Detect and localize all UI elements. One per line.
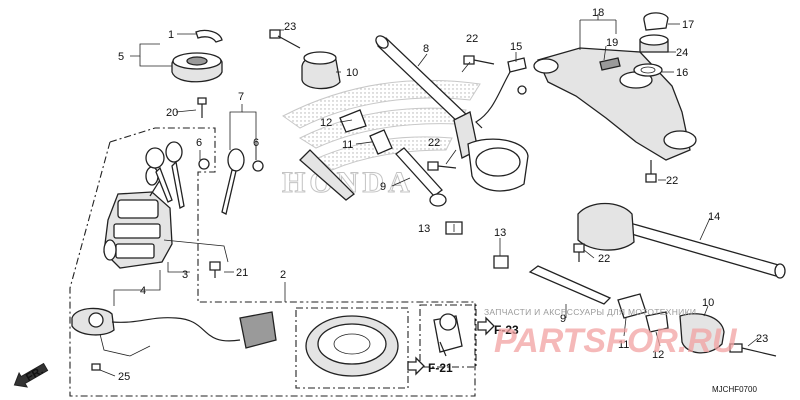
callout-12-upper: 12 [320,117,332,129]
callout-22-bar: 22 [598,253,610,265]
watermark: ЗАПЧАСТИ И АКСЕССУАРЫ ДЛЯ МОТОТЕХНИКИ PA… [484,307,738,360]
callout-9-upper: 9 [380,181,386,193]
callout-14: 14 [708,211,720,223]
callout-6-left: 6 [196,137,202,149]
left-handlebar [375,35,529,192]
bar-ends [299,147,725,354]
callout-11-lower: 11 [618,339,629,351]
watermark-tagline: ЗАПЧАСТИ И АКСЕССУАРЫ ДЛЯ МОТОТЕХНИКИ [484,307,696,317]
reference-f21[interactable]: F-21 [407,356,453,376]
reference-f23-label[interactable]: F-23 [494,323,519,337]
stem-nut-cap [633,12,669,77]
callout-22-center: 22 [428,137,440,149]
upper-holders [269,29,341,90]
callout-9-lower: 9 [560,313,566,325]
callout-19: 19 [606,37,618,49]
weights-and-springs [339,109,669,333]
callout-15: 15 [510,41,522,53]
callout-17: 17 [682,19,694,31]
reference-f21-label[interactable]: F-21 [428,361,453,375]
reference-f23[interactable]: F-23 [477,316,519,337]
callout-18: 18 [592,7,604,19]
callout-6-right: 6 [253,137,259,149]
callout-13-left: 13 [418,223,430,235]
callout-22-right: 22 [666,175,678,187]
gas-cap-lock [171,29,223,83]
fuel-cap-assembly [305,313,463,377]
callout-1: 1 [168,29,174,41]
leader-lines [99,14,759,377]
frame-lines [69,127,477,397]
ignition-switch-assembly [103,166,229,269]
callout-16: 16 [676,67,688,79]
callout-8: 8 [423,43,429,55]
callout-10-lower: 10 [702,297,714,309]
small-bolts-left [197,97,221,278]
callout-21: 21 [236,267,248,279]
top-bridge [533,47,697,161]
callout-12-lower: 12 [652,349,664,361]
callout-13-right: 13 [494,227,506,239]
callout-3: 3 [182,269,188,281]
diagram-code: MJCHF0700 [712,385,757,394]
callout-23-lower: 23 [756,333,768,345]
callout-numbers: 1 2 3 4 5 6 6 7 8 9 9 10 10 11 11 12 12 … [118,7,768,383]
throttle-cables [475,57,527,129]
callout-23-upper: 23 [284,21,296,33]
callout-11-upper: 11 [342,139,353,151]
callout-7: 7 [238,91,244,103]
watermark-logo: PARTSFOR.RU [494,322,738,360]
front-direction-arrow: FR. [13,362,49,388]
ignition-keys [145,141,264,215]
callout-5: 5 [118,51,124,63]
callout-22-top: 22 [466,33,478,45]
right-handlebar [577,202,786,279]
callout-25: 25 [118,371,130,383]
callout-10-upper: 10 [346,67,358,79]
ignition-wiring [71,307,277,371]
callout-24: 24 [676,47,688,59]
callout-2: 2 [280,269,286,281]
callout-4: 4 [140,285,146,297]
small-bolts-center [427,55,777,357]
callout-20: 20 [166,107,178,119]
